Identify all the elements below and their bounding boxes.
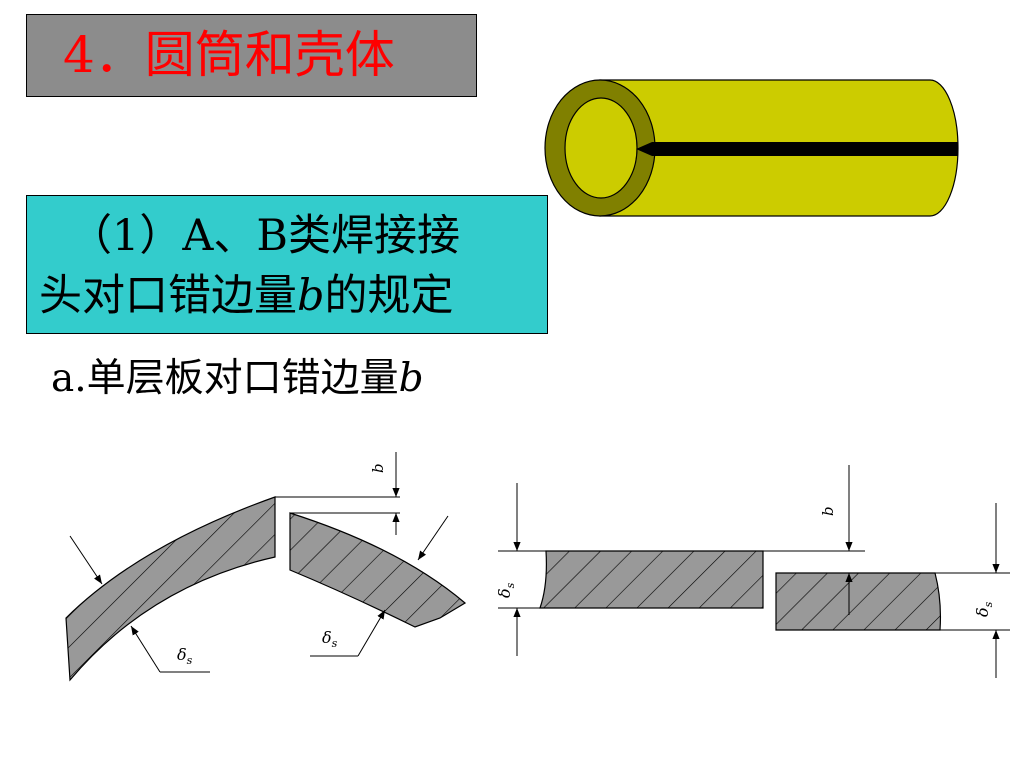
dim-label-b-curved: b [369, 463, 387, 473]
thickness-symbol: δ [495, 588, 514, 598]
section-heading-line2: 头对口错边量b的规定 [39, 270, 454, 322]
section-heading-line1: （1）A、B类焊接接 [69, 211, 461, 261]
thickness-subscript: s [504, 582, 517, 588]
curved-plate-right [289, 512, 467, 628]
thickness-arrow-left-inner [130, 625, 161, 673]
flat-plate-diagram: δs b δs [495, 465, 1010, 678]
section-heading-suffix: 的规定 [324, 271, 454, 321]
thickness-arrow-right-outer [417, 515, 449, 561]
dim-label-b-flat: b [819, 506, 837, 516]
thickness-symbol: δ [322, 628, 332, 647]
thickness-subscript: s [982, 601, 995, 607]
title-box: 4．圆筒和壳体 [26, 14, 477, 97]
thickness-symbol: δ [973, 607, 992, 617]
curved-shell-diagram: b δs δs [65, 452, 467, 682]
thickness-subscript: s [187, 654, 193, 667]
flat-plate-left [539, 550, 764, 609]
thickness-label-flat-right: δs [973, 601, 995, 617]
section-heading-variable: b [297, 271, 325, 321]
thickness-label-right: δs [322, 628, 338, 650]
flat-plate-right [775, 572, 942, 631]
thickness-arrow-left-outer [69, 535, 103, 585]
thickness-arrow-right-inner [357, 609, 386, 657]
cylinder-illustration [544, 79, 959, 217]
thickness-subscript: s [332, 637, 338, 650]
thickness-label-left: δs [177, 645, 193, 667]
section-heading-prefix: 头对口错边量 [39, 271, 297, 321]
curved-plate-left [65, 496, 276, 682]
weld-seam [636, 142, 958, 156]
thickness-symbol: δ [177, 645, 187, 664]
thickness-label-flat-left: δs [495, 582, 517, 598]
cylinder-end-inner [564, 97, 638, 199]
sub-heading-prefix: a.单层板对口错边量 [51, 356, 399, 401]
sub-heading-variable: b [398, 356, 424, 401]
sub-heading: a.单层板对口错边量b [51, 355, 424, 403]
page-title: 4．圆筒和壳体 [63, 26, 395, 84]
section-heading-box: （1）A、B类焊接接 头对口错边量b的规定 [26, 195, 548, 334]
